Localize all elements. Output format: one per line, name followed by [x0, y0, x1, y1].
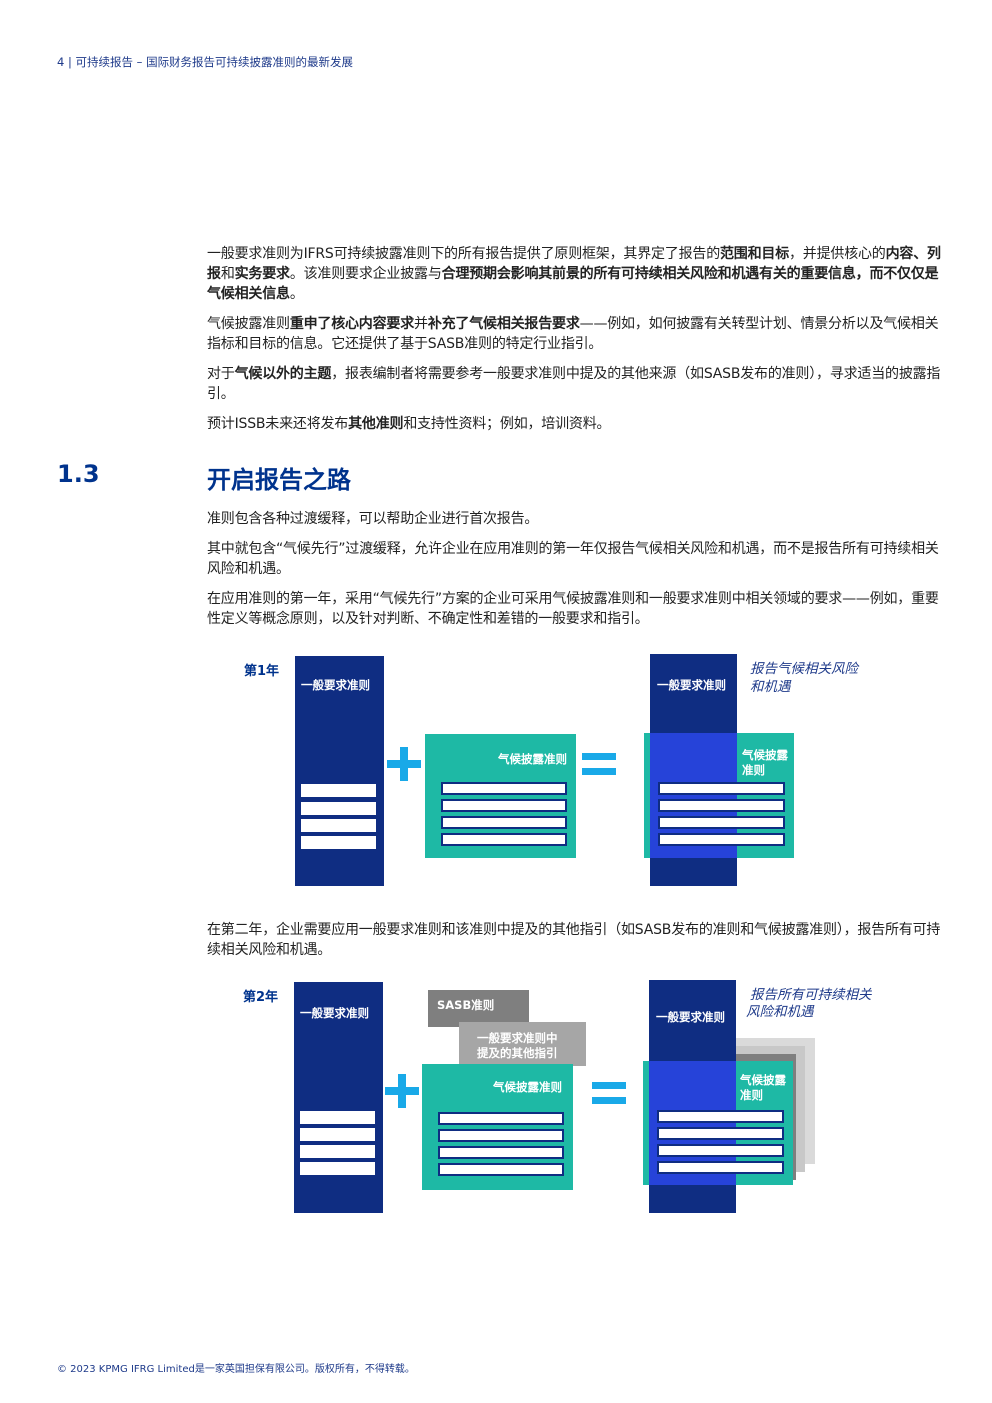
general-bar	[300, 1128, 375, 1141]
other-guidance-label-line-2: 提及的其他指引	[477, 1046, 558, 1060]
general-bar	[301, 784, 376, 797]
result-general-label: 一般要求准则	[657, 678, 726, 692]
climate-bar	[441, 799, 567, 812]
result-climate-label-line-1: 气候披露	[740, 1073, 786, 1087]
climate-bar	[441, 833, 567, 846]
result-bar	[657, 1161, 784, 1174]
section-body-2: 在第二年，企业需要应用一般要求准则和该准则中提及的其他指引（如SASB发布的准则…	[207, 920, 942, 970]
section-body: 准则包含各种过渡缓释，可以帮助企业进行首次报告。 其中就包含“气候先行”过渡缓释…	[207, 509, 942, 639]
plus-icon	[387, 747, 421, 781]
sasb-standard-block	[428, 990, 529, 1027]
intro-paragraph-3: 对于气候以外的主题，报表编制者将需要参考一般要求准则中提及的其他来源（如SASB…	[207, 366, 941, 402]
result-climate-label-line-1: 气候披露	[742, 748, 788, 762]
year-1-note-line-1: 报告气候相关风险	[750, 661, 858, 677]
general-bar	[301, 836, 376, 849]
general-bar	[300, 1162, 375, 1175]
result-bar	[658, 833, 785, 846]
general-bar	[300, 1145, 375, 1158]
intro-paragraph-1: 一般要求准则为IFRS可持续披露准则下的所有报告提供了原则框架，其界定了报告的范…	[207, 246, 941, 302]
climate-bar	[438, 1129, 564, 1142]
page-footer: © 2023 KPMG IFRG Limited是一家英国担保有限公司。版权所有…	[57, 1364, 415, 1375]
result-bar	[658, 816, 785, 829]
equals-icon	[592, 1082, 626, 1104]
year-2-label: 第2年	[243, 990, 279, 1005]
climate-bar	[438, 1146, 564, 1159]
climate-standard-label: 气候披露准则	[498, 752, 567, 766]
intro-paragraph-4: 预计ISSB未来还将发布其他准则和支持性资料；例如，培训资料。	[207, 416, 611, 432]
sasb-standard-label: SASB准则	[437, 998, 495, 1012]
intro-paragraph-2: 气候披露准则重申了核心内容要求并补充了气候相关报告要求——例如，如何披露有关转型…	[207, 316, 939, 352]
plus-icon	[385, 1074, 419, 1108]
result-climate-label-line-2: 准则	[740, 1088, 763, 1102]
intro-block: 一般要求准则为IFRS可持续披露准则下的所有报告提供了原则框架，其界定了报告的范…	[207, 244, 942, 444]
other-guidance-label-line-1: 一般要求准则中	[477, 1031, 558, 1045]
year-2-note-line-1: 报告所有可持续相关	[750, 987, 872, 1003]
result-bar	[658, 799, 785, 812]
result-bar	[657, 1144, 784, 1157]
general-standard-label: 一般要求准则	[301, 678, 370, 692]
general-bar	[301, 802, 376, 815]
result-bar	[658, 782, 785, 795]
climate-bar	[441, 816, 567, 829]
general-bar	[300, 1111, 375, 1124]
result-bar	[657, 1127, 784, 1140]
section-paragraph-1: 准则包含各种过渡缓释，可以帮助企业进行首次报告。	[207, 511, 539, 527]
section-title: 开启报告之路	[207, 466, 351, 494]
year-1-label: 第1年	[244, 664, 280, 679]
section-number: 1.3	[57, 460, 100, 488]
section-paragraph-3: 在应用准则的第一年，采用“气候先行”方案的企业可采用气候披露准则和一般要求准则中…	[207, 591, 939, 627]
climate-standard-label: 气候披露准则	[493, 1080, 562, 1094]
result-climate-label-line-2: 准则	[742, 763, 765, 777]
page-header: 4 | 可持续报告 – 国际财务报告可持续披露准则的最新发展	[57, 55, 354, 69]
equals-icon	[582, 753, 616, 775]
climate-bar	[438, 1163, 564, 1176]
section-paragraph-2: 其中就包含“气候先行”过渡缓释，允许企业在应用准则的第一年仅报告气候相关风险和机…	[207, 541, 939, 577]
general-bar	[301, 819, 376, 832]
general-standard-label: 一般要求准则	[300, 1006, 369, 1020]
other-guidance-block	[459, 1022, 586, 1066]
section-paragraph-4: 在第二年，企业需要应用一般要求准则和该准则中提及的其他指引（如SASB发布的准则…	[207, 922, 941, 958]
climate-bar	[441, 782, 567, 795]
result-general-label: 一般要求准则	[656, 1010, 725, 1024]
climate-bar	[438, 1112, 564, 1125]
year-2-note-line-2: 风险和机遇	[746, 1004, 814, 1020]
result-bar	[657, 1110, 784, 1123]
year-1-note-line-2: 和机遇	[750, 679, 791, 695]
